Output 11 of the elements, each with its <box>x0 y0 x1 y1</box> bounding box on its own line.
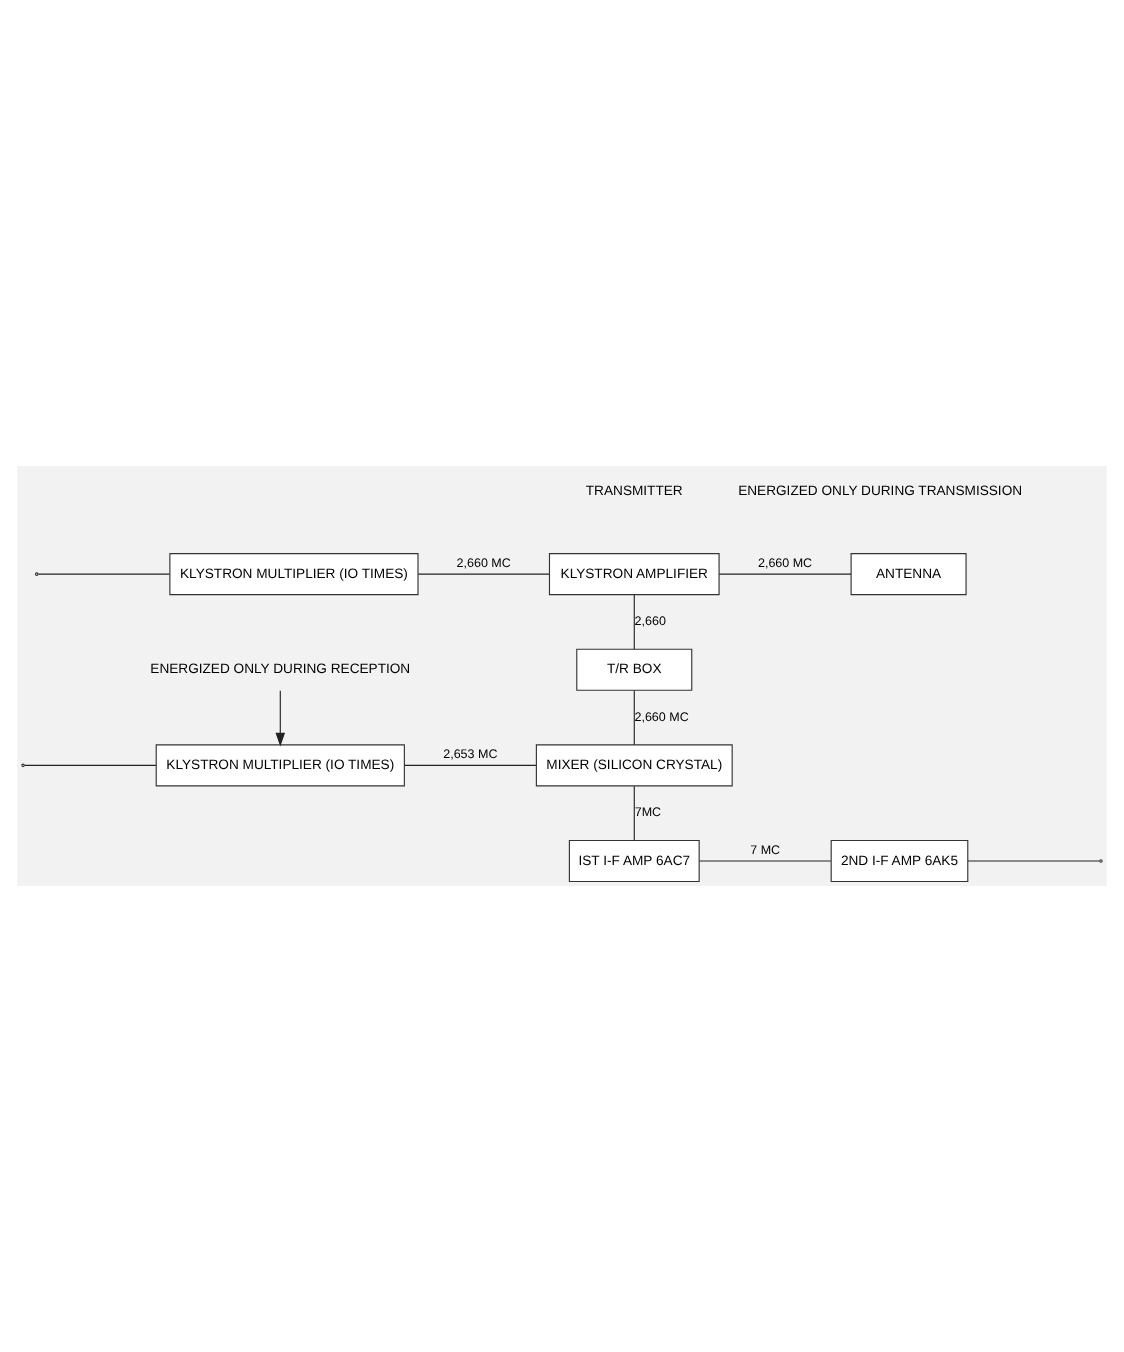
connector <box>698 860 832 862</box>
connector <box>718 573 852 575</box>
connector <box>24 764 157 766</box>
arrow <box>275 690 286 747</box>
connector <box>417 573 550 575</box>
connector <box>633 785 635 841</box>
connector <box>633 690 635 746</box>
connector <box>967 860 1100 862</box>
connector <box>633 594 635 650</box>
connector <box>37 573 171 575</box>
connector <box>404 764 537 766</box>
